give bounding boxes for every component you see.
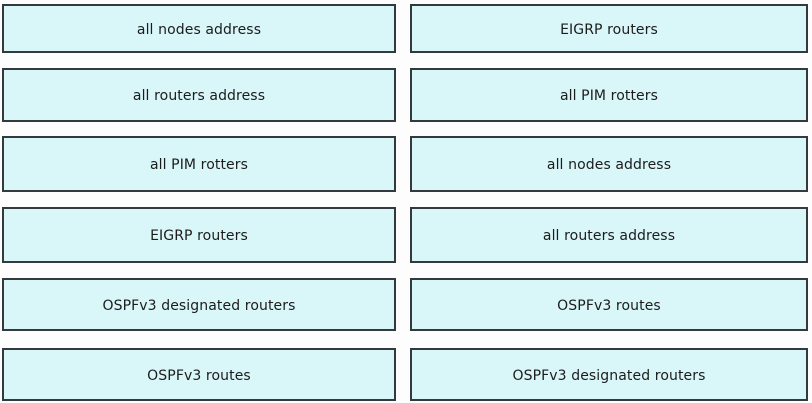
box-label: all nodes address [136, 21, 262, 38]
right-drop-box-3[interactable]: all nodes address [410, 136, 808, 192]
box-label: EIGRP routers [560, 21, 658, 38]
left-drag-box-2[interactable]: all routers address [2, 68, 396, 122]
right-drop-box-5[interactable]: OSPFv3 routes [410, 278, 808, 331]
right-drop-box-1[interactable]: EIGRP routers [410, 4, 808, 53]
box-label: OSPFv3 designated routers [512, 367, 706, 384]
left-drag-box-4[interactable]: EIGRP routers [2, 207, 396, 263]
box-label: EIGRP routers [150, 228, 248, 244]
left-drag-box-1[interactable]: all nodes address [2, 4, 396, 53]
box-label: OSPFv3 routes [147, 367, 251, 384]
box-label: OSPFv3 routes [557, 297, 661, 314]
box-label: all routers address [542, 228, 676, 244]
left-drag-box-6[interactable]: OSPFv3 routes [2, 348, 396, 401]
right-drop-box-4[interactable]: all routers address [410, 207, 808, 263]
box-label: OSPFv3 designated routers [102, 297, 296, 314]
box-label: all routers address [132, 88, 266, 104]
right-drop-box-6[interactable]: OSPFv3 designated routers [410, 348, 808, 401]
left-drag-box-3[interactable]: all PIM rotters [2, 136, 396, 192]
right-drop-box-2[interactable]: all PIM rotters [410, 68, 808, 122]
box-label: all nodes address [546, 157, 672, 173]
box-label: all PIM rotters [559, 88, 659, 104]
box-label: all PIM rotters [149, 157, 249, 173]
left-drag-box-5[interactable]: OSPFv3 designated routers [2, 278, 396, 331]
